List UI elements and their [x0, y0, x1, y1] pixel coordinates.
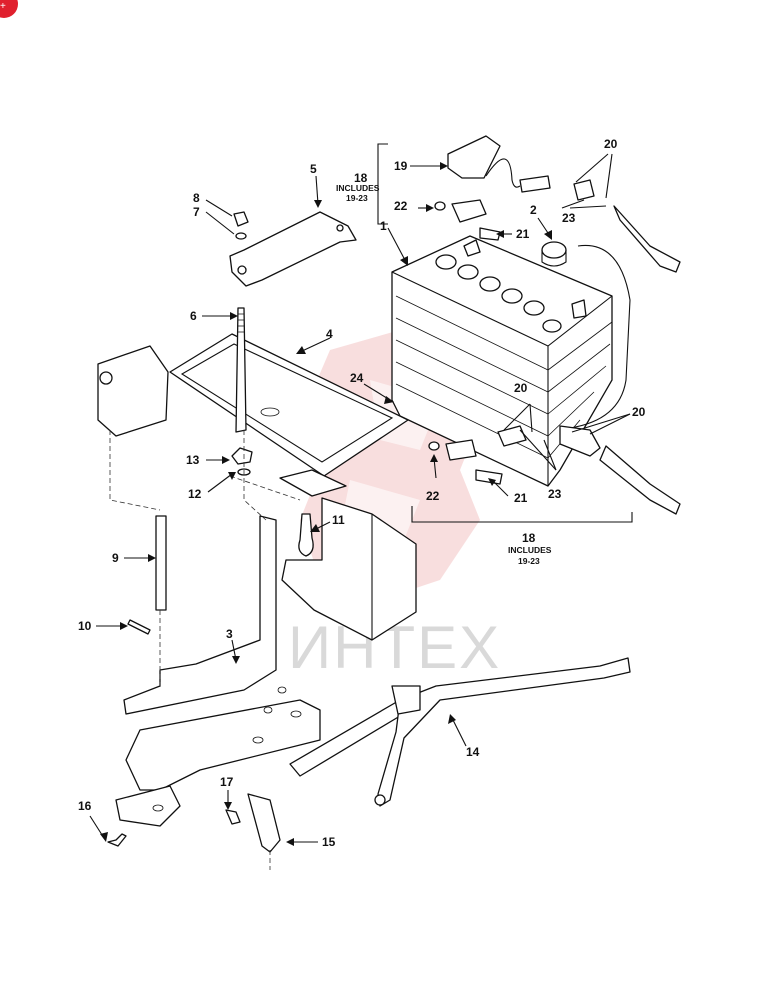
- callout-20-mid: 20: [514, 381, 528, 395]
- callout-16: 16: [78, 799, 92, 813]
- terminal-cover-icon: [447, 135, 501, 179]
- leader-lines: [109, 143, 633, 870]
- hook-bolt-icon: [298, 513, 314, 557]
- callout-19: 19: [394, 159, 408, 173]
- callout-13: 13: [186, 453, 200, 467]
- nut-washer-icon: [233, 211, 249, 240]
- callout-23-top: 23: [562, 211, 576, 225]
- includes-label-top: INCLUDES: [336, 183, 380, 193]
- callout-18-bottom: 18: [522, 531, 536, 545]
- callout-10: 10: [78, 619, 92, 633]
- callout-11: 11: [332, 513, 345, 527]
- cotter-pin-icon: [127, 619, 151, 635]
- support-plate: [247, 793, 281, 853]
- battery-cap-icon: [541, 241, 567, 267]
- terminal-clamp-icon: [428, 199, 487, 461]
- svg-text:+: +: [0, 1, 6, 12]
- callout-7: 7: [193, 205, 200, 219]
- callout-9: 9: [112, 551, 119, 565]
- callout-17: 17: [220, 775, 234, 789]
- hold-down-bar: [229, 211, 357, 287]
- includes-label-bottom: INCLUDES: [508, 545, 552, 555]
- callout-21-bottom: 21: [514, 491, 528, 505]
- callout-arrows: [89, 162, 552, 846]
- callout-8: 8: [193, 191, 200, 205]
- callout-4: 4: [326, 327, 333, 341]
- battery: [391, 235, 613, 487]
- callout-14: 14: [466, 745, 480, 759]
- callout-20-right: 20: [632, 405, 646, 419]
- battery-box-bracket: [281, 497, 417, 641]
- callout-3: 3: [226, 627, 233, 641]
- callout-24: 24: [350, 371, 364, 385]
- includes-range-top: 19-23: [346, 193, 368, 203]
- callout-2: 2: [530, 203, 537, 217]
- includes-range-bottom: 19-23: [518, 556, 540, 566]
- callout-5: 5: [310, 162, 317, 176]
- callout-labels: 1 2 3 4 5 6 7 8 9 10 11 12 13 14 15 16 1…: [78, 137, 646, 849]
- support-linkage: [289, 657, 631, 807]
- callout-22-top: 22: [394, 199, 408, 213]
- mounting-bracket: [115, 515, 321, 827]
- callout-6: 6: [190, 309, 197, 323]
- battery-tray: [97, 333, 409, 497]
- clamp-nut-icon: [231, 447, 253, 476]
- callout-21-top: 21: [516, 227, 530, 241]
- bolt-16-icon: [107, 833, 127, 847]
- support-rod: [155, 515, 167, 611]
- callout-20-top: 20: [604, 137, 618, 151]
- hold-down-rod: [235, 307, 247, 433]
- callout-12: 12: [188, 487, 202, 501]
- bolt-17-icon: [225, 809, 241, 825]
- positive-cable: [485, 158, 681, 429]
- battery-cell-caps-icon: [435, 239, 587, 333]
- callout-1: 1: [380, 219, 387, 233]
- callout-15: 15: [322, 835, 336, 849]
- corner-badge-icon: +: [0, 0, 18, 18]
- callout-23-bottom: 23: [548, 487, 562, 501]
- callout-22-bottom: 22: [426, 489, 440, 503]
- callout-18-top: 18: [354, 171, 368, 185]
